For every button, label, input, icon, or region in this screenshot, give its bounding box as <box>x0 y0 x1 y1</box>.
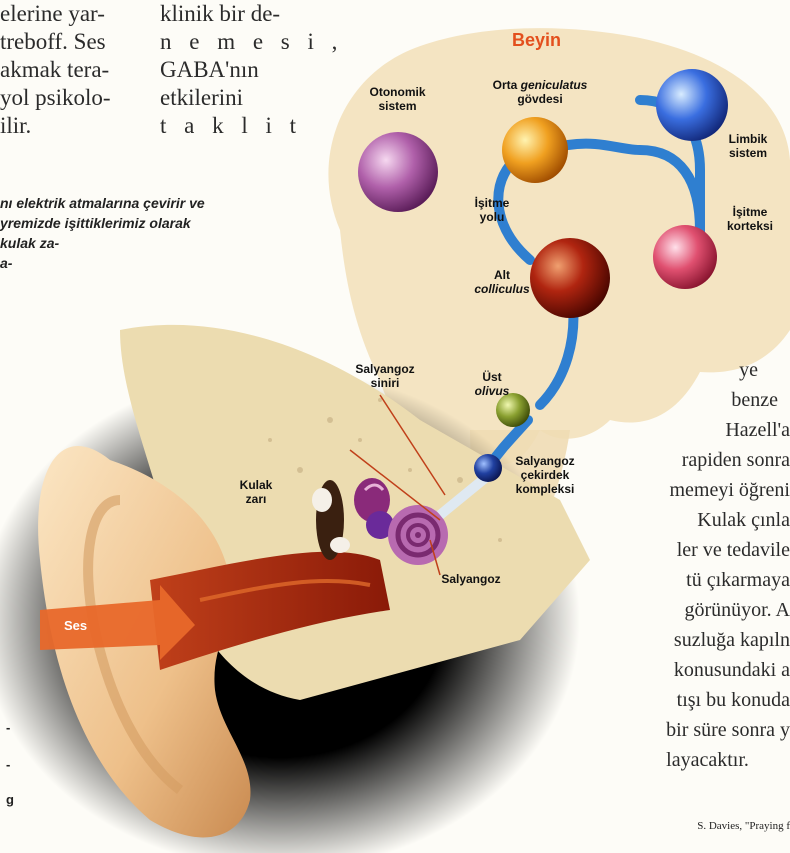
text-line: suzluğa kapıln <box>666 625 790 655</box>
label-line: gövdesi <box>470 92 610 106</box>
orta-geniculatus-sphere <box>502 117 568 183</box>
alt-colliculus-sphere <box>530 238 610 318</box>
label-salyangoz-cekirdek-kompleksi: Salyangoz çekirdek kompleksi <box>500 454 590 496</box>
photo-credit: S. Davies, "Praying f <box>697 820 790 832</box>
diagram-title: Beyin <box>512 30 561 51</box>
label-line: sistem <box>718 146 778 160</box>
text-line: ler ve tedavile <box>666 535 790 565</box>
label-orta-geniculatus: Orta geniculatus gövdesi <box>470 78 610 106</box>
label-line: çekirdek <box>500 468 590 482</box>
label-line: Otonomik <box>355 85 440 99</box>
label-line: Salyangoz <box>345 362 425 376</box>
ust-olivus-sphere <box>496 393 530 427</box>
label-isitme-korteksi: İşitme korteksi <box>714 205 786 233</box>
margin-mark: - <box>6 720 10 735</box>
label-line: Alt <box>462 268 542 282</box>
label-part: Orta <box>493 78 518 92</box>
label-line: kompleksi <box>500 482 590 496</box>
label-line: siniri <box>345 376 425 390</box>
label-part-italic: colliculus <box>474 282 529 296</box>
label-alt-colliculus: Alt colliculus <box>462 268 542 296</box>
label-part-italic: olivus <box>475 384 510 398</box>
text-line: layacaktır. <box>666 745 790 775</box>
text-line: memeyi öğreni <box>666 475 790 505</box>
label-ust-olivus: Üst olivus <box>462 370 522 398</box>
label-line: colliculus <box>462 282 542 296</box>
text-line: Hazell'a <box>666 415 790 445</box>
text-line: konusundaki a <box>666 655 790 685</box>
label-line: zarı <box>226 492 286 506</box>
label-limbik-sistem: Limbik sistem <box>718 132 778 160</box>
label-line: Salyangoz <box>500 454 590 468</box>
label-part-italic: geniculatus <box>521 78 588 92</box>
cekirdek-kompleksi-sphere <box>474 454 502 482</box>
text-line: tü çıkarmaya <box>666 565 790 595</box>
label-isitme-yolu: İşitme yolu <box>462 196 522 224</box>
label-line: İşitme <box>462 196 522 210</box>
label-line: olivus <box>462 384 522 398</box>
label-line: Limbik <box>718 132 778 146</box>
label-line: yolu <box>462 210 522 224</box>
label-salyangoz: Salyangoz <box>428 572 514 586</box>
text-line: benze <box>666 385 790 415</box>
label-kulak-zari: Kulak zarı <box>226 478 286 506</box>
body-text-column-right: ye benze Hazell'a rapiden sonra memeyi ö… <box>666 355 790 775</box>
margin-mark: g <box>6 792 14 807</box>
text-line: bir süre sonra y <box>666 715 790 745</box>
label-line: korteksi <box>714 219 786 233</box>
label-ses: Ses <box>64 618 87 633</box>
label-line: Orta geniculatus <box>470 78 610 92</box>
text-line: rapiden sonra <box>666 445 790 475</box>
label-otonomik-sistem: Otonomik sistem <box>355 85 440 113</box>
text-line: Kulak çınla <box>666 505 790 535</box>
label-salyangoz-siniri: Salyangoz siniri <box>345 362 425 390</box>
text-line: tışı bu konuda <box>666 685 790 715</box>
text-line: görünüyor. A <box>666 595 790 625</box>
text-line: ye <box>666 355 790 385</box>
margin-mark: - <box>6 757 10 772</box>
otonomik-sistem-sphere <box>358 132 438 212</box>
label-line: Üst <box>462 370 522 384</box>
label-line: Kulak <box>226 478 286 492</box>
label-line: İşitme <box>714 205 786 219</box>
label-line: sistem <box>355 99 440 113</box>
limbik-sistem-sphere <box>656 69 728 141</box>
isitme-korteksi-sphere <box>653 225 717 289</box>
